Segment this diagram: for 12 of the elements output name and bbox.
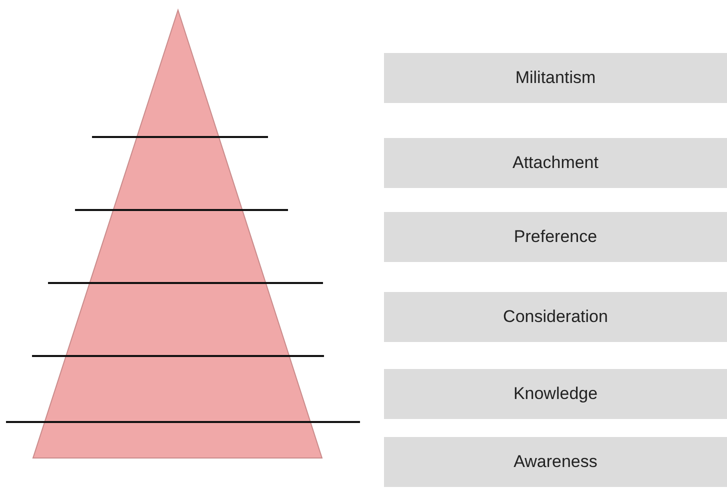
level-box xyxy=(384,369,727,419)
level-label: Consideration xyxy=(503,307,608,327)
level-label: Attachment xyxy=(512,153,598,173)
level-box xyxy=(384,437,727,487)
level-label: Awareness xyxy=(514,452,598,472)
level-label: Preference xyxy=(514,227,598,247)
level-box xyxy=(384,292,727,342)
level-label: Knowledge xyxy=(513,384,598,404)
level-box xyxy=(384,53,727,103)
level-box xyxy=(384,138,727,188)
level-label: Militantism xyxy=(515,68,596,88)
level-box xyxy=(384,212,727,262)
